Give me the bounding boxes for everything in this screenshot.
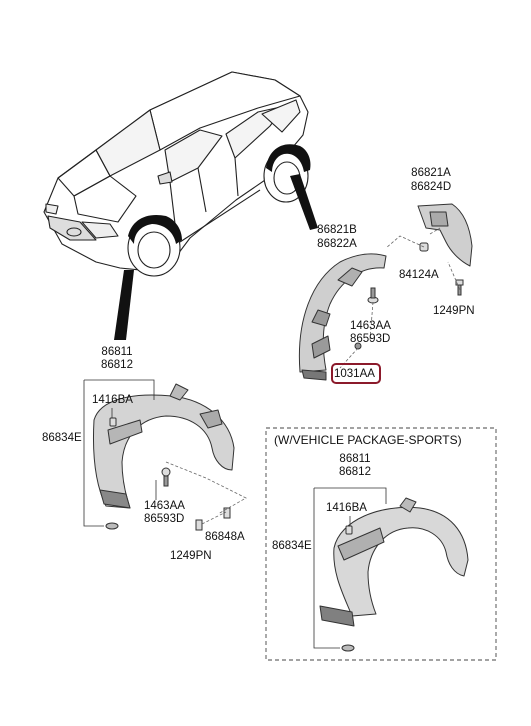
label-rear-screw: 1249PN <box>433 305 475 317</box>
label-sports-main-2: 86812 <box>339 466 371 478</box>
label-rear-clip: 84124A <box>399 269 439 281</box>
label-front-main-1: 86811 <box>101 346 133 358</box>
sports-inner-fender <box>319 497 469 627</box>
sports-package-title: (W/VEHICLE PACKAGE-SPORTS) <box>274 433 462 447</box>
label-sports-panel: 86834E <box>272 540 312 552</box>
car-illustration <box>43 71 309 277</box>
sports-package-box <box>265 427 497 661</box>
front-dashed-lines <box>165 461 247 525</box>
label-sports-main-1: 86811 <box>339 453 371 465</box>
rear-wheel-guard <box>298 253 387 381</box>
sports-leader-lines <box>313 487 387 649</box>
front-inner-fender <box>93 383 235 509</box>
label-rear-upper-1: 86821A <box>411 167 451 179</box>
highlight-box <box>331 363 381 384</box>
label-rear-nut: 1031AA <box>334 368 375 380</box>
rear-leader-arrow <box>290 174 318 230</box>
label-front-panel: 86834E <box>42 432 82 444</box>
label-rear-bolt-2: 86593D <box>350 333 391 345</box>
label-front-bolt-1: 1463AA <box>144 500 185 512</box>
label-front-clip: 1416BA <box>92 394 133 406</box>
label-front-fastener: 86848A <box>205 531 245 543</box>
label-front-bolt-2: 86593D <box>144 513 185 525</box>
front-leader-lines <box>83 379 157 527</box>
label-rear-upper-2: 86824D <box>410 181 452 193</box>
label-front-screw: 1249PN <box>170 550 212 562</box>
front-hardware <box>105 417 231 531</box>
sports-hardware <box>341 525 355 652</box>
label-sports-clip: 1416BA <box>326 502 367 514</box>
label-front-main-2: 86812 <box>101 359 133 371</box>
label-rear-bolt-1: 1463AA <box>350 320 391 332</box>
rear-upper-guard <box>417 203 473 267</box>
label-rear-main-2: 86822A <box>317 238 357 250</box>
label-rear-main-1: 86821B <box>317 224 357 236</box>
front-leader-arrow <box>114 270 134 340</box>
wheel-arch-highlights <box>114 144 318 340</box>
